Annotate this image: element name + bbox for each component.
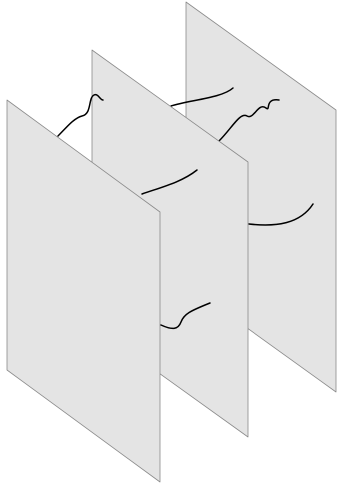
stacked-planes-diagram <box>0 0 338 489</box>
